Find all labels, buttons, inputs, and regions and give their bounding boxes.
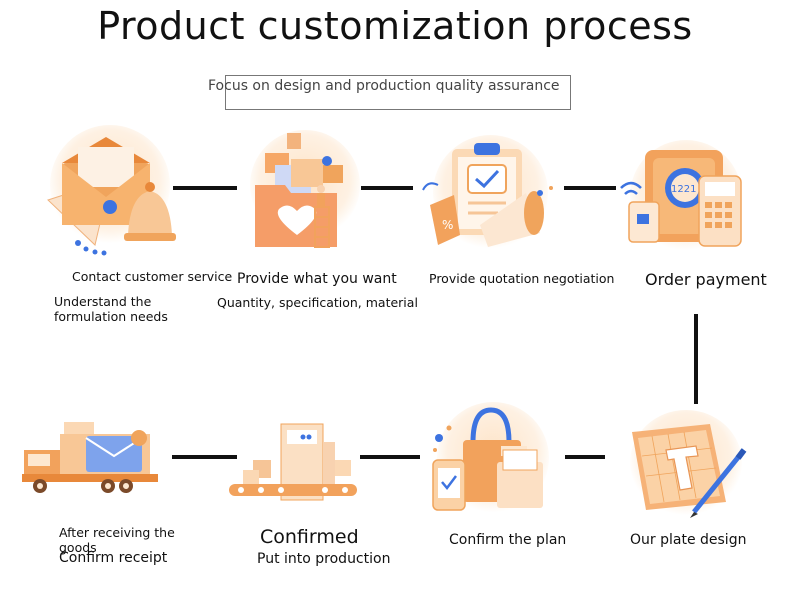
safe-card-terminal-icon: 1221: [615, 140, 750, 255]
step-desc: Put into production: [257, 551, 391, 567]
connector-line: [360, 455, 420, 459]
step-title: Provide what you want: [237, 271, 397, 287]
step-title: Contact customer service: [72, 269, 233, 284]
shopping-bag-phone-icon: [425, 402, 550, 522]
connector-line: [694, 314, 698, 404]
step-desc: Quantity, specification, material: [217, 295, 418, 310]
step-title: Confirmed: [260, 526, 359, 548]
connector-line: [172, 455, 237, 459]
subtitle: Focus on design and production quality a…: [208, 78, 560, 94]
step-title: Order payment: [645, 270, 767, 289]
folder-files-icon: [245, 125, 360, 255]
svg-text:%: %: [442, 218, 453, 232]
step-title: Provide quotation negotiation: [429, 271, 615, 286]
delivery-truck-icon: [20, 420, 165, 500]
connector-line: [173, 186, 237, 190]
step-title: After receiving the goods: [59, 525, 175, 555]
subtitle-box: [225, 75, 571, 110]
step-desc: Understand the formulation needs: [54, 294, 168, 324]
envelope-bell-icon: [40, 125, 180, 260]
clipboard-megaphone-icon: %: [418, 135, 563, 260]
step-desc: Confirm receipt: [59, 550, 168, 566]
svg-text:1221: 1221: [671, 184, 696, 195]
conveyor-machine-icon: [225, 420, 360, 505]
connector-line: [565, 455, 605, 459]
connector-line: [361, 186, 413, 190]
drafting-pen-icon: [622, 410, 752, 520]
page-title: Product customization process: [97, 4, 693, 48]
connector-line: [564, 186, 616, 190]
step-title: Our plate design: [630, 532, 747, 548]
step-title: Confirm the plan: [449, 532, 567, 548]
